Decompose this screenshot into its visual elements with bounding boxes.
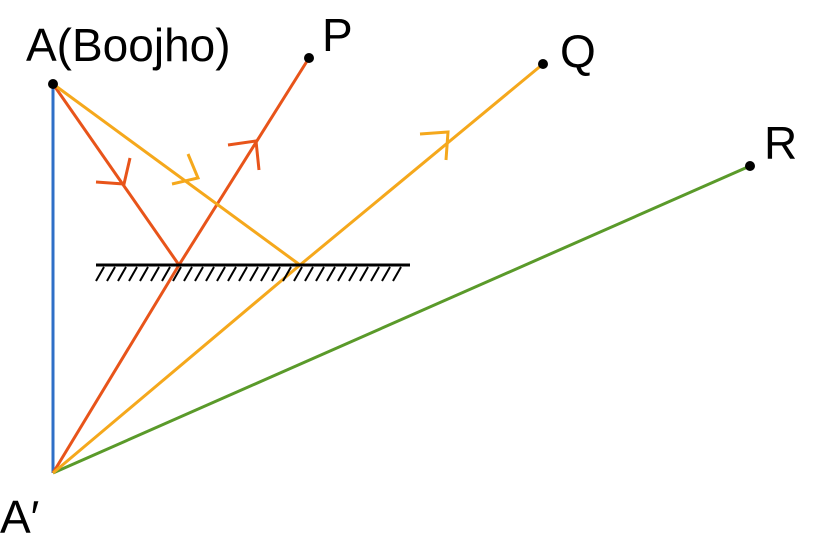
mirror-hatch-stroke bbox=[95, 266, 105, 282]
mirror-hatch-stroke bbox=[326, 266, 336, 282]
ray-image-to-r bbox=[52, 164, 751, 475]
virtual-ray-q bbox=[52, 263, 301, 475]
mirror-hatch-stroke bbox=[249, 266, 259, 282]
mirror-hatch-stroke bbox=[172, 266, 182, 282]
arrowhead-reflected-p bbox=[227, 139, 261, 171]
mirror-hatch-stroke bbox=[117, 266, 127, 282]
mirror-hatch-stroke bbox=[205, 266, 215, 282]
mirror-hatch-stroke bbox=[183, 266, 193, 282]
mirror-hatch-stroke bbox=[315, 266, 325, 282]
mirror-hatch-stroke bbox=[271, 266, 281, 282]
virtual-ray-p bbox=[51, 264, 181, 474]
mirror-hatch-stroke bbox=[293, 266, 303, 282]
mirror-hatch-stroke bbox=[282, 266, 292, 282]
arrowhead-incident-p bbox=[95, 157, 132, 186]
mirror-hatch-stroke bbox=[139, 266, 149, 282]
reflected-ray-to-q bbox=[299, 62, 544, 267]
arrowhead-incident-q bbox=[171, 153, 201, 186]
label-r: R bbox=[764, 117, 798, 169]
label-a-prime: A′ bbox=[0, 491, 40, 543]
mirror-hatch-stroke bbox=[370, 266, 380, 282]
point-p-marker bbox=[304, 53, 314, 63]
mirror-hatch-stroke bbox=[348, 266, 358, 282]
mirror-hatching bbox=[95, 266, 402, 282]
arrowhead-reflected-q bbox=[419, 130, 450, 161]
mirror-hatch-stroke bbox=[194, 266, 204, 282]
mirror-hatch-stroke bbox=[150, 266, 160, 282]
mirror-hatch-stroke bbox=[106, 266, 116, 282]
label-q: Q bbox=[560, 25, 596, 77]
point-a-marker bbox=[48, 79, 58, 89]
plane-mirror bbox=[95, 263, 410, 282]
incident-ray-to-p bbox=[51, 83, 181, 266]
mirror-hatch-stroke bbox=[304, 266, 314, 282]
point-r-marker bbox=[745, 161, 755, 171]
mirror-hatch-stroke bbox=[238, 266, 248, 282]
incident-ray-to-q bbox=[52, 82, 301, 267]
mirror-hatch-stroke bbox=[260, 266, 270, 282]
mirror-hatch-stroke bbox=[128, 266, 138, 282]
mirror-hatch-stroke bbox=[381, 266, 391, 282]
mirror-hatch-stroke bbox=[392, 266, 402, 282]
mirror-hatch-stroke bbox=[359, 266, 369, 282]
point-q-marker bbox=[538, 59, 548, 69]
label-a-boojho: A(Boojho) bbox=[26, 19, 231, 71]
mirror-hatch-stroke bbox=[227, 266, 237, 282]
reflected-ray-to-p bbox=[177, 57, 311, 266]
label-p: P bbox=[322, 9, 353, 61]
mirror-hatch-stroke bbox=[337, 266, 347, 282]
mirror-hatch-stroke bbox=[216, 266, 226, 282]
mirror-hatch-stroke bbox=[161, 266, 171, 282]
